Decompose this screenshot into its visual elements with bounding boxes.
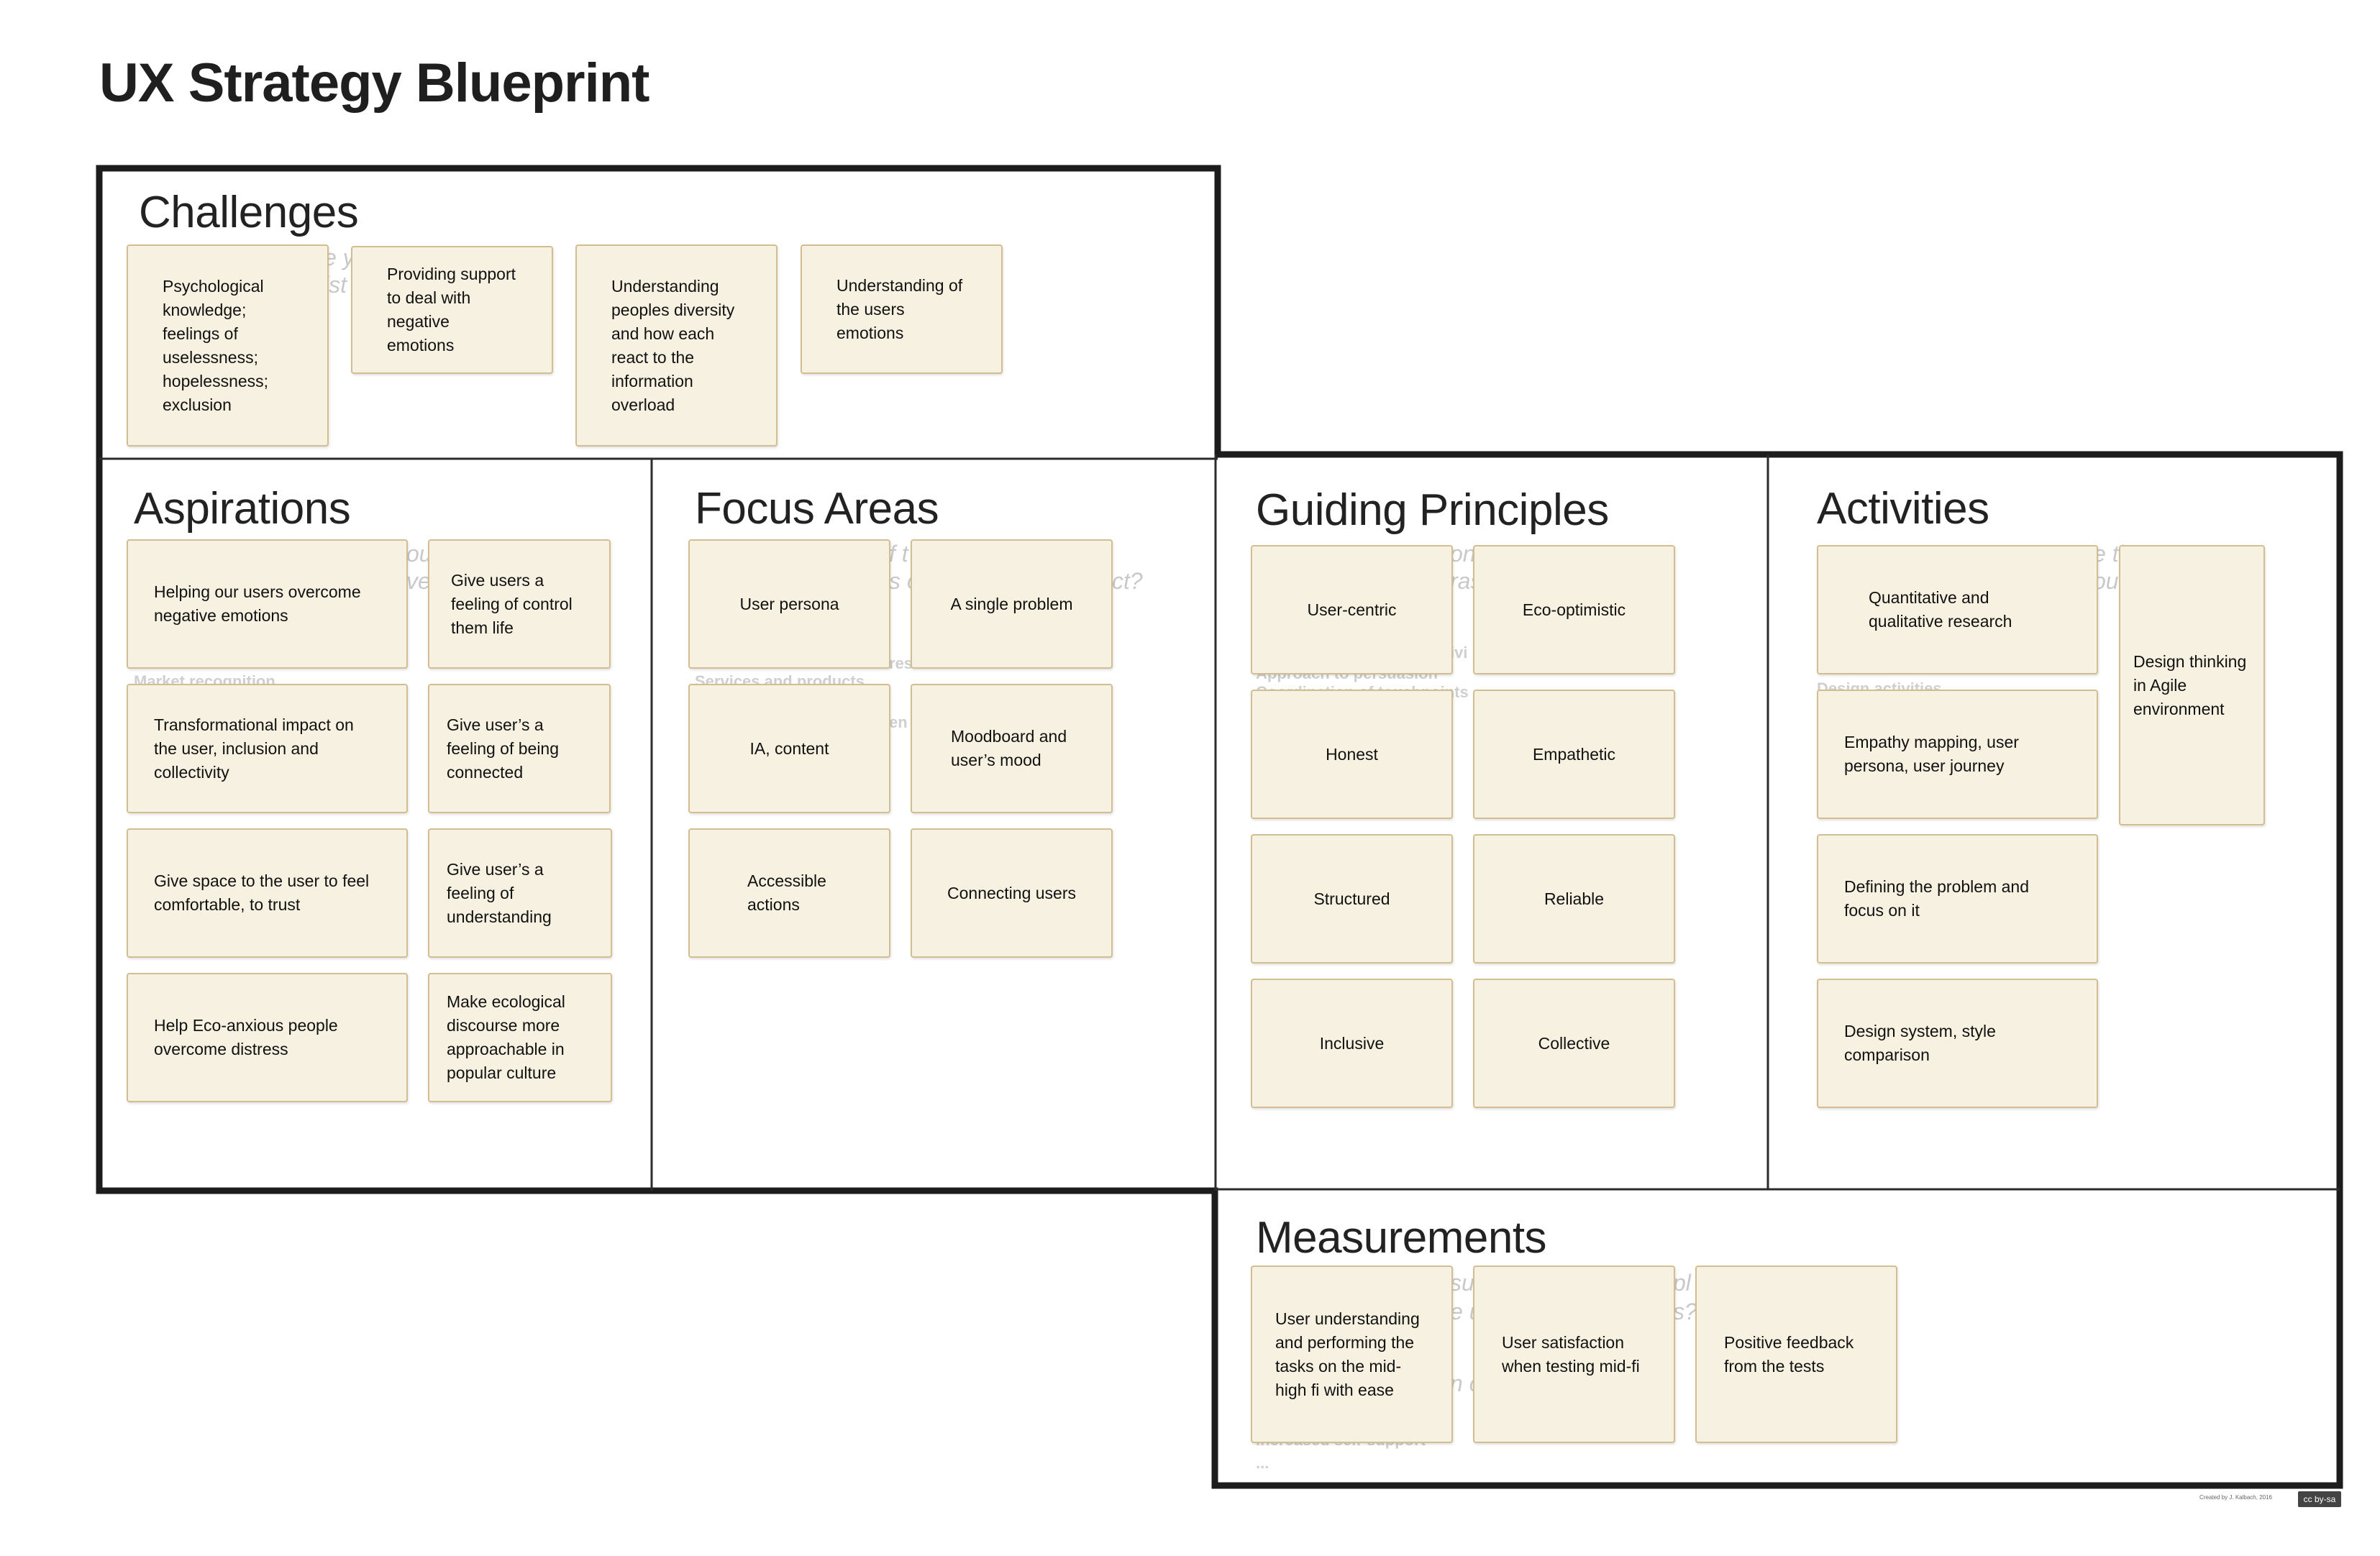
sticky-note[interactable]: Design thinking in Agile environment: [2119, 545, 2265, 825]
sticky-note[interactable]: Structured: [1251, 834, 1453, 964]
ghost-text: s?: [1673, 1299, 1697, 1324]
sticky-note[interactable]: Give space to the user to feel comfortab…: [127, 828, 408, 958]
section-title-challenges: Challenges: [139, 188, 359, 237]
sticky-note[interactable]: Inclusive: [1251, 979, 1453, 1108]
section-title-measurements: Measurements: [1256, 1213, 1547, 1263]
sticky-note[interactable]: Connecting users: [911, 828, 1113, 958]
sticky-note[interactable]: Transformational impact on the user, inc…: [127, 684, 408, 813]
sticky-note[interactable]: Design system, style comparison: [1817, 979, 2098, 1108]
sticky-note[interactable]: Empathetic: [1473, 690, 1675, 819]
sticky-note[interactable]: Eco-optimistic: [1473, 545, 1675, 674]
ghost-text: res: [889, 654, 913, 672]
credit-text: Created by J. Kalbach, 2016: [2199, 1494, 2272, 1501]
ghost-text: f t: [889, 541, 908, 567]
sticky-note[interactable]: Defining the problem and focus on it: [1817, 834, 2098, 964]
ghost-text: e y: [324, 244, 355, 270]
ghost-text: ct?: [1112, 568, 1143, 594]
sticky-note[interactable]: User persona: [688, 539, 890, 669]
outer-border: [96, 165, 2343, 1489]
section-title-guiding-principles: Guiding Principles: [1256, 485, 1609, 535]
sticky-note[interactable]: Psychological knowledge; feelings of use…: [127, 244, 329, 447]
sticky-note[interactable]: Empathy mapping, user persona, user jour…: [1817, 690, 2098, 819]
sticky-note[interactable]: Give user’s a feeling of being connected: [428, 684, 611, 813]
sticky-note[interactable]: User understanding and performing the ta…: [1251, 1266, 1453, 1443]
ghost-text: ...: [1256, 1454, 1269, 1472]
sticky-note[interactable]: Positive feedback from the tests: [1695, 1266, 1897, 1443]
sticky-note[interactable]: User satisfaction when testing mid-fi: [1473, 1266, 1675, 1443]
ghost-text: pl: [1673, 1270, 1691, 1296]
sticky-note[interactable]: Understanding of the users emotions: [801, 244, 1003, 374]
sticky-note[interactable]: Helping our users overcome negative emot…: [127, 539, 408, 669]
sticky-note[interactable]: User-centric: [1251, 545, 1453, 674]
sticky-note[interactable]: Understanding peoples diversity and how …: [575, 244, 778, 447]
ghost-text: on: [1450, 541, 1476, 567]
sticky-note[interactable]: Give user’s a feeling of understanding: [428, 828, 612, 958]
sticky-note[interactable]: Moodboard and user’s mood: [911, 684, 1113, 813]
sticky-note[interactable]: Collective: [1473, 979, 1675, 1108]
sticky-note[interactable]: Help Eco-anxious people overcome distres…: [127, 973, 408, 1102]
ghost-text: ivi: [1450, 644, 1468, 662]
sticky-note[interactable]: Reliable: [1473, 834, 1675, 964]
ghost-text: ve: [406, 568, 431, 594]
sticky-note[interactable]: Quantitative and qualitative research: [1817, 545, 2098, 674]
sticky-note[interactable]: Give users a feeling of control them lif…: [428, 539, 611, 669]
sticky-note[interactable]: Make ecological discourse more approacha…: [428, 973, 612, 1102]
ghost-text: su: [1450, 1270, 1474, 1296]
section-title-activities: Activities: [1817, 484, 1989, 534]
section-title-focus-areas: Focus Areas: [695, 484, 939, 534]
ghost-text: ou: [406, 541, 432, 567]
sticky-note[interactable]: Providing support to deal with negative …: [351, 246, 553, 374]
page-title: UX Strategy Blueprint: [99, 52, 649, 114]
sticky-note[interactable]: A single problem: [911, 539, 1113, 669]
license-badge: cc by-sa: [2298, 1491, 2341, 1507]
ghost-text: en: [889, 713, 908, 731]
section-title-aspirations: Aspirations: [134, 484, 351, 534]
sticky-note[interactable]: IA, content: [688, 684, 890, 813]
sticky-note[interactable]: Honest: [1251, 690, 1453, 819]
sticky-note[interactable]: Accessible actions: [688, 828, 890, 958]
